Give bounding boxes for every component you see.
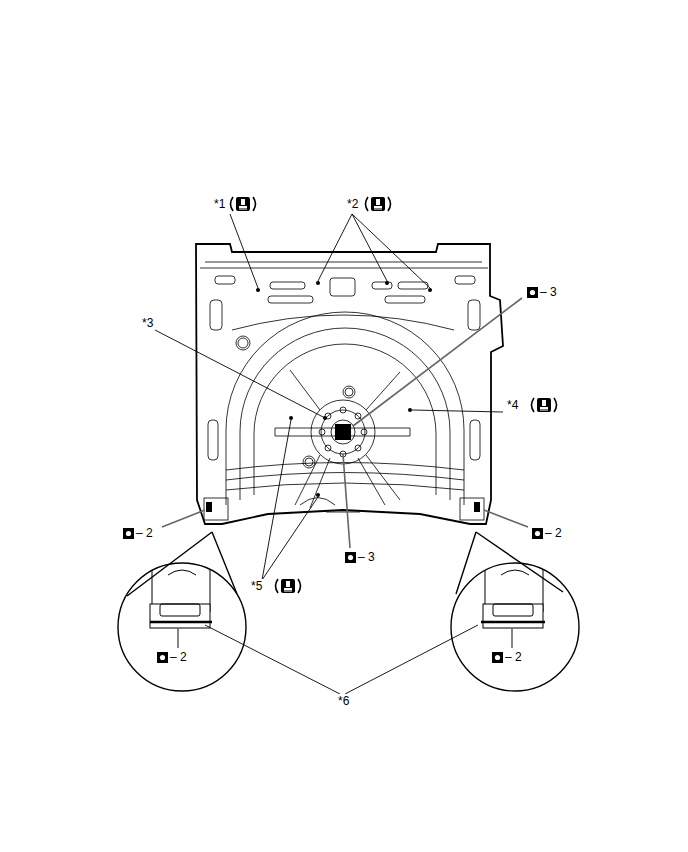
callout-number: *2 — [346, 197, 359, 211]
bolt-quantity: – 2 — [169, 650, 188, 664]
bolt-quantity: – 2 — [544, 526, 563, 540]
callout-number: *3 — [141, 316, 154, 330]
bolt-quantity: – 2 — [135, 526, 154, 540]
bolt-quantity: – 2 — [504, 650, 523, 664]
callout-number: *1 — [213, 197, 226, 211]
bolt-quantity: – 3 — [357, 550, 376, 564]
callout-number: *4 — [506, 398, 519, 412]
callout-number: *6 — [337, 694, 350, 708]
callout-number: *5 — [250, 579, 263, 593]
bolt-quantity: – 3 — [539, 285, 558, 299]
